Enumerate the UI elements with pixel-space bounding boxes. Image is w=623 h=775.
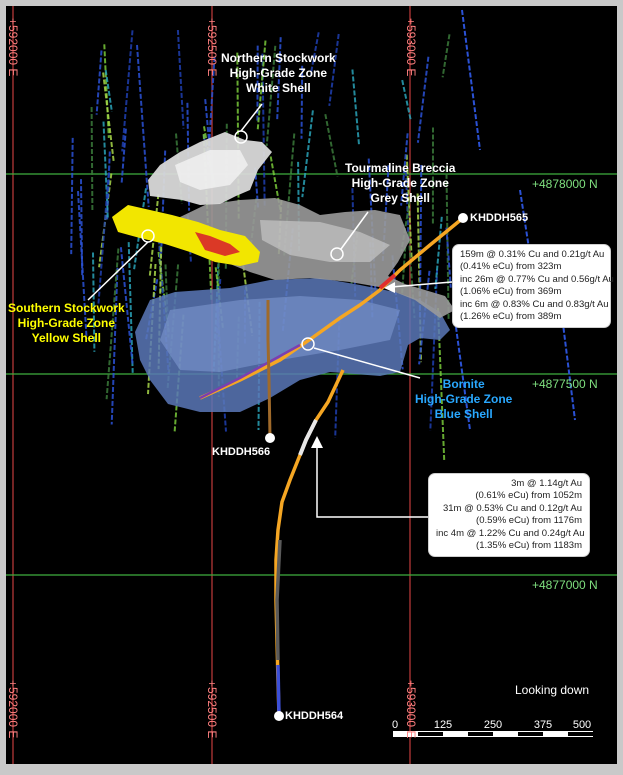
easting-label-592000-top: +592000 E	[6, 18, 20, 76]
scale-tick-125: 125	[434, 719, 452, 731]
collar-khddh565	[458, 213, 468, 223]
zone-label-bornite: Bornite High-Grade Zone Blue Shell	[415, 377, 512, 422]
view-orientation-label: Looking down	[515, 683, 589, 697]
collar-khddh564	[274, 711, 284, 721]
zone-label-tourmaline: Tourmaline Breccia High-Grade Zone Grey …	[345, 161, 455, 206]
zone-label-northern: Northern Stockwork High-Grade Zone White…	[221, 51, 336, 96]
northing-label-4878000: +4878000 N	[532, 177, 598, 191]
easting-label-592500-bottom: +592500 E	[205, 680, 219, 738]
easting-label-592000-bottom: +592000 E	[6, 680, 20, 738]
easting-label-593000-top: +593000 E	[404, 18, 418, 76]
collar-khddh566	[265, 433, 275, 443]
scale-tick-0: 0	[392, 719, 398, 731]
hole-label-khddh566: KHDDH566	[212, 446, 270, 458]
northing-label-4877000: +4877000 N	[532, 578, 598, 592]
northing-label-4877500: +4877500 N	[532, 377, 598, 391]
hole-label-khddh565: KHDDH565	[470, 212, 528, 224]
scale-tick-375: 375	[534, 719, 552, 731]
zone-label-southern: Southern Stockwork High-Grade Zone Yello…	[8, 301, 125, 346]
callout-khddh564-results: 3m @ 1.14g/t Au (0.61% eCu) from 1052m 3…	[428, 473, 590, 557]
drill-trace	[92, 107, 93, 212]
scale-bar	[393, 731, 593, 737]
easting-label-592500-top: +592500 E	[205, 18, 219, 76]
scale-tick-250: 250	[484, 719, 502, 731]
easting-label-593000-bottom: +593000 E	[404, 680, 418, 738]
hole-label-khddh564: KHDDH564	[285, 710, 343, 722]
scale-tick-500: 500	[573, 719, 591, 731]
callout-khddh565-results: 159m @ 0.31% Cu and 0.21g/t Au (0.41% eC…	[452, 244, 611, 328]
